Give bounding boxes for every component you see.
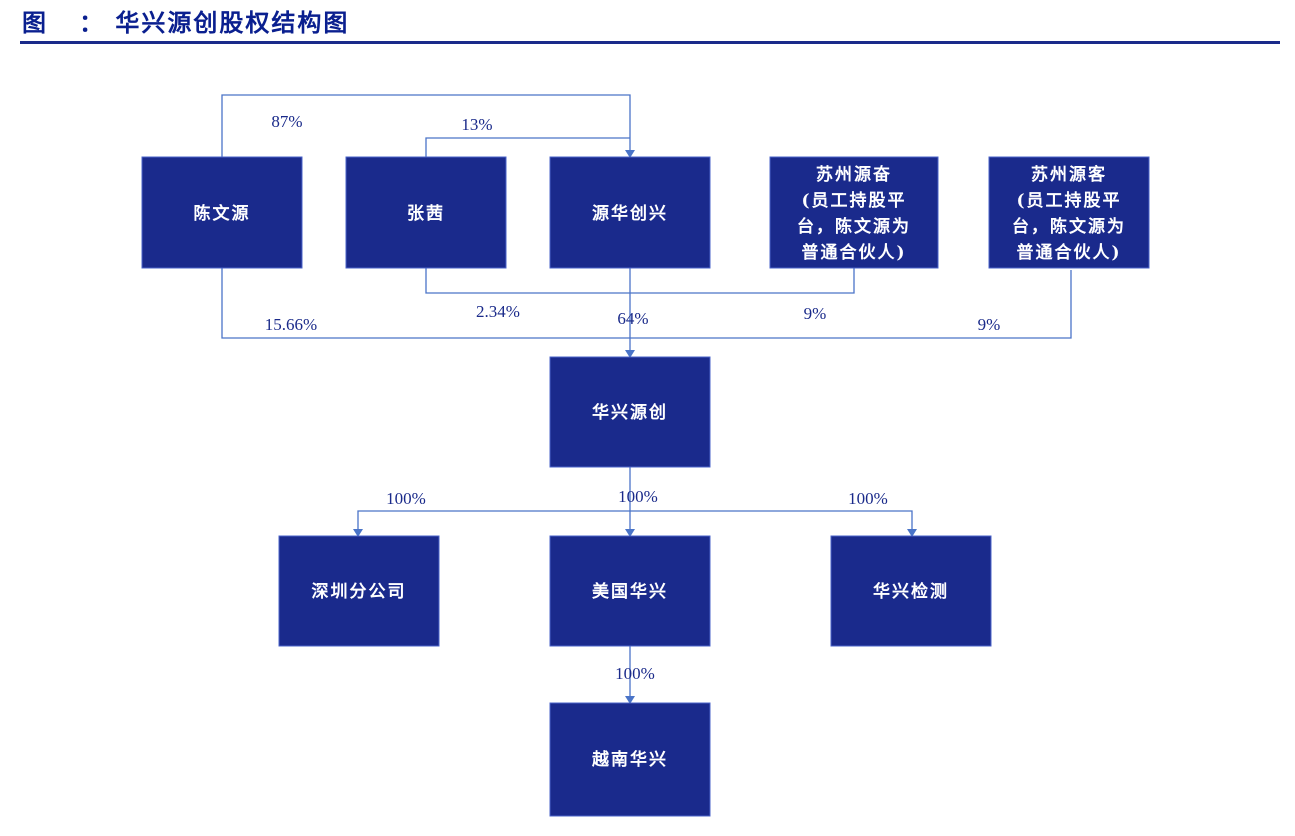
svg-text:(员工持股平: (员工持股平 [801,190,906,211]
arrow-to-yhcx [625,150,635,158]
label-zhang-yhcx: 13% [461,115,492,134]
edge-zhang-yhcx [425,137,630,157]
label-szyk-hxyc: 9% [978,315,1001,334]
title-text: 华兴源创股权结构图 [115,8,350,37]
node-suzhou-yuanfen: 苏州源奋 (员工持股平 台，陈文源为 普通合伙人) [769,156,939,269]
title-divider [20,41,1280,44]
label-yhcx-hxyc: 64% [617,309,648,328]
label-hxyc-usa: 100% [618,487,658,506]
svg-text:源华创兴: 源华创兴 [592,203,668,224]
node-vietnam-huaxing: 越南华兴 [549,702,711,817]
svg-text:美国华兴: 美国华兴 [592,581,668,602]
edge-chen-yhcx [221,94,631,157]
label-usa-vietnam: 100% [615,664,655,683]
svg-text:越南华兴: 越南华兴 [591,749,668,770]
arrow-to-shenzhen [353,529,363,537]
svg-text:华兴检测: 华兴检测 [873,581,949,602]
label-szyf-hxyc: 9% [804,304,827,323]
edge-hxyc-children-bus [357,510,913,531]
svg-text:台，陈文源为: 台，陈文源为 [797,216,911,237]
node-shenzhen-branch: 深圳分公司 [278,535,440,647]
label-zhang-hxyc: 2.34% [476,302,520,321]
node-huaxing-yuanchuang: 华兴源创 [549,356,711,468]
node-yuanhua-chuangxing: 源华创兴 [549,156,711,269]
arrow-to-usa [625,529,635,537]
connectors [221,94,1072,698]
node-zhang-qian: 张茜 [345,156,507,269]
node-huaxing-testing: 华兴检测 [830,535,992,647]
edge-zhang-szyf-hxyc [425,268,855,294]
arrow-to-hxyc [625,350,635,358]
arrow-to-vietnam [625,696,635,704]
svg-text:普通合伙人): 普通合伙人) [1016,242,1121,263]
svg-text:陈文源: 陈文源 [194,203,251,224]
svg-text:台，陈文源为: 台，陈文源为 [1012,216,1126,237]
svg-text:张茜: 张茜 [407,203,445,224]
svg-text:苏州源奋: 苏州源奋 [816,164,892,185]
label-hxyc-shenzhen: 100% [386,489,426,508]
title-prefix: 图 [22,8,48,37]
svg-text:深圳分公司: 深圳分公司 [312,581,407,602]
arrowheads [353,150,917,704]
arrow-to-testing [907,529,917,537]
svg-text:华兴源创: 华兴源创 [592,402,668,423]
label-chen-yhcx: 87% [271,112,302,131]
edge-chen-szyk-hxyc [221,268,1072,339]
node-suzhou-yuanke: 苏州源客 (员工持股平 台，陈文源为 普通合伙人) [988,156,1150,269]
svg-text:普通合伙人): 普通合伙人) [801,242,906,263]
svg-text:苏州源客: 苏州源客 [1031,164,1107,185]
label-chen-hxyc: 15.66% [265,315,317,334]
label-hxyc-testing: 100% [848,489,888,508]
node-chen-wenyuan: 陈文源 [141,156,303,269]
node-usa-huaxing: 美国华兴 [549,535,711,647]
percent-labels: 87% 13% 15.66% 2.34% 64% 9% 9% 100% 100%… [265,112,1001,683]
svg-text:(员工持股平: (员工持股平 [1016,190,1121,211]
page-title: 图 ： 华兴源创股权结构图 [22,8,350,37]
